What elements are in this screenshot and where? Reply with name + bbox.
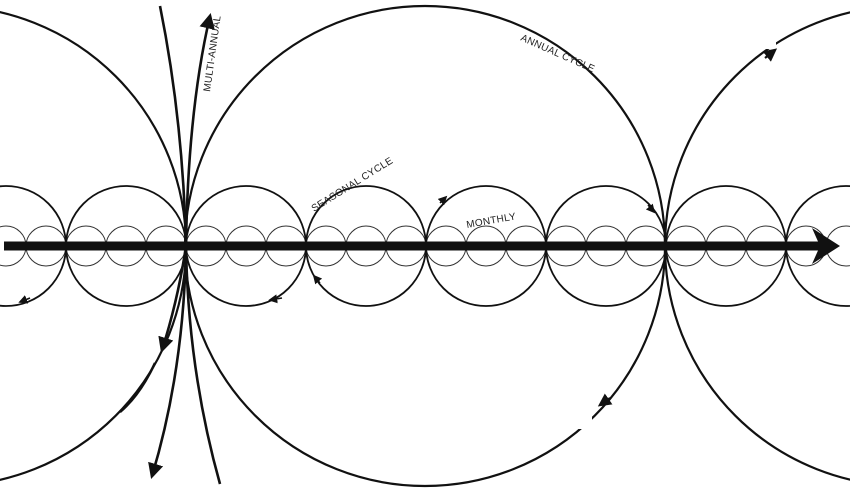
annual-arrow bbox=[762, 48, 778, 62]
annual-cycle-label: ANNUAL CYCLE bbox=[519, 33, 597, 76]
time-axis-arrowhead bbox=[812, 228, 840, 264]
seasonal-cycle-label: SEASONAL CYCLE bbox=[310, 155, 395, 214]
multi-annual-curve bbox=[148, 5, 188, 479]
seasonal-arrows bbox=[18, 195, 656, 304]
annual-gap bbox=[578, 415, 592, 429]
multi-annual-label: MULTI-ANNUAL bbox=[202, 15, 224, 93]
multi-annual-curve bbox=[119, 362, 157, 413]
monthly-label: MONTHLY bbox=[466, 211, 517, 231]
annual-gap bbox=[762, 35, 776, 49]
multi-annual-curve bbox=[158, 245, 188, 353]
annual-arrow bbox=[597, 393, 613, 407]
